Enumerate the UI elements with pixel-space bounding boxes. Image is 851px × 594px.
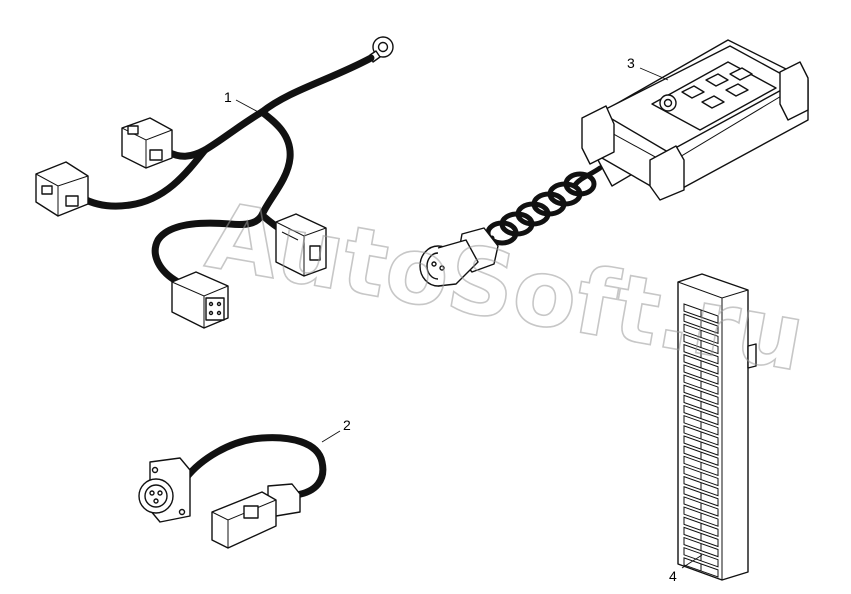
terminal-slot: [683, 546, 719, 568]
terminal-slot: [683, 394, 719, 416]
terminal-slot: [683, 414, 719, 436]
round-connector: [419, 227, 499, 287]
keypad: [651, 61, 777, 131]
ring-terminal: [369, 36, 394, 63]
terminal-slot: [683, 374, 719, 395]
callout-4: 4: [669, 568, 677, 584]
terminal-slot: [683, 343, 719, 365]
flange-socket: [138, 457, 191, 523]
terminal-slot: [683, 486, 719, 507]
remote-control: [419, 39, 809, 287]
leader-lines: [235, 67, 703, 569]
callout-2: 2: [343, 417, 351, 433]
terminal-slot: [683, 465, 719, 487]
inline-plug: [211, 483, 301, 549]
harness-connector-left: [35, 161, 89, 217]
terminal-slot: [683, 333, 719, 355]
watermark-text: AutoSoft.ru: [200, 182, 813, 392]
terminal-slot: [683, 364, 719, 385]
terminal-slot: [683, 526, 719, 548]
terminal-slot: [683, 323, 719, 345]
harness-connector-upper: [121, 117, 173, 169]
harness-connector-right: [275, 213, 327, 277]
harness-connector-lower: [171, 271, 229, 329]
wiring-harness: [35, 36, 394, 329]
callout-3: 3: [627, 55, 635, 71]
terminal-slot: [683, 313, 719, 334]
terminal-slot: [683, 303, 719, 324]
handset-body: [581, 39, 809, 201]
terminal-slot: [683, 404, 719, 426]
callout-1: 1: [224, 89, 232, 105]
terminal-slot: [683, 435, 719, 456]
terminal-slot: [683, 384, 719, 406]
terminal-slot: [683, 516, 719, 538]
terminal-slot: [683, 354, 719, 375]
terminal-block: [677, 273, 757, 581]
terminal-slots: [683, 303, 719, 578]
terminal-slot: [683, 496, 719, 517]
terminal-slot: [683, 506, 719, 527]
terminal-slot: [683, 425, 719, 446]
adapter-cable: [138, 434, 327, 549]
terminal-slot: [683, 455, 719, 477]
terminal-slot: [683, 445, 719, 466]
terminal-slot: [683, 557, 719, 578]
terminal-slot: [683, 475, 719, 497]
terminal-slot: [683, 536, 719, 558]
